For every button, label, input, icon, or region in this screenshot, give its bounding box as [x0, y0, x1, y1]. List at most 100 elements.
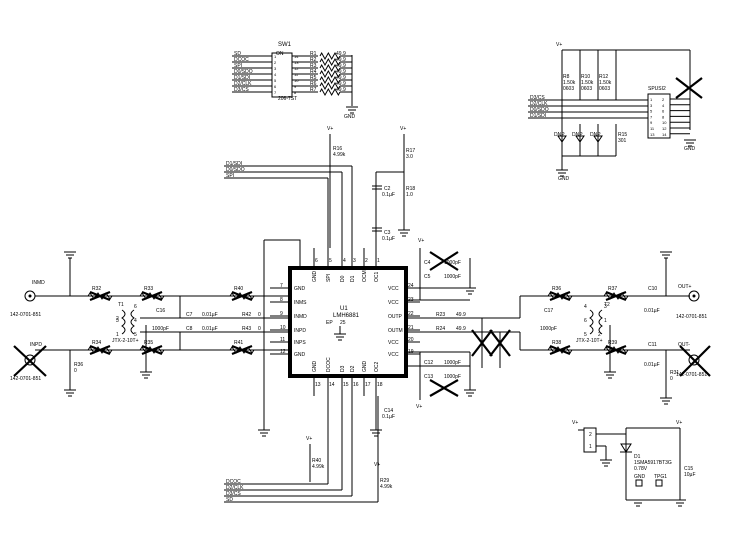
t2-pin-num: 4 [584, 304, 587, 310]
dnp-diode-icon [575, 135, 585, 143]
ic-body [288, 266, 408, 378]
ic-pin-name: D0 [340, 275, 346, 282]
r43-ref: R43 [242, 326, 251, 332]
ic-pin-name: INPD [294, 328, 306, 334]
c16-ref: C16 [156, 308, 165, 314]
r40-ref: R40 [312, 458, 321, 464]
sw-resistor [319, 51, 341, 61]
sw-res-ref: R5 [310, 75, 317, 81]
sw-res-val: 49.9 [336, 75, 346, 81]
c13-ref: C13 [424, 374, 433, 380]
spi-res-val: 1.50k [563, 80, 576, 86]
sw-pin-a: 4 [274, 72, 277, 77]
spi-pin-odd: 9 [650, 120, 653, 125]
ic-part: LMH6881 [333, 313, 360, 319]
r23-ref: R23 [436, 312, 445, 318]
r42-ref: R42 [242, 312, 251, 318]
ic-pin-name: OC1 [374, 272, 380, 283]
dnp-ref: R37 [608, 286, 617, 292]
output-network: R23 49.9 R24 49.9 C17 1000pF T2 JTX-2-10… [406, 251, 711, 405]
ic-pin-num: 4 [343, 258, 346, 264]
c15-val: 10µF [684, 472, 696, 478]
ic-pin-num: 18 [377, 382, 383, 388]
c7-ref: C7 [186, 312, 193, 318]
t1-pin-num: 4 [134, 318, 137, 324]
sw-pin-a: 7 [274, 90, 277, 95]
dnp-diode-icon [593, 135, 603, 143]
spi-dnp-label: DNP [554, 132, 565, 138]
t2-ref: T2 [604, 302, 610, 308]
gnd-tp-label: GND [634, 474, 646, 480]
sw-res-val: 49.9 [336, 69, 346, 75]
top-net-label: D0/SDO [226, 167, 245, 173]
r15-ref: R15 [618, 132, 627, 138]
spi-pin-even: 6 [662, 109, 665, 114]
ic-pin-num: 14 [329, 382, 335, 388]
inpd-label: INPD [30, 342, 42, 348]
pwr-pin2: 2 [589, 432, 592, 438]
top-net-label: D1/SDI [226, 161, 242, 167]
spi-net-label: D0/SDO [530, 107, 549, 113]
ic-pin-num: 8 [280, 297, 283, 303]
power-block: V+ 2 1 V+ D1 1SMA5917BT3G 0.78V C15 10µF… [572, 420, 696, 507]
ic-pin-num: 12 [280, 349, 286, 355]
c12-val: 1000pF [444, 360, 461, 366]
ic-pin-num: 5 [329, 258, 332, 264]
ic-pin-num: 1 [377, 258, 380, 264]
c3-val: 0.1µF [382, 236, 395, 242]
sw-net-label: D0/SDO [234, 69, 253, 75]
sw-res-val: 49.9 [336, 51, 346, 57]
c2-ref: C2 [384, 186, 391, 192]
ic-pin-num: 20 [408, 337, 414, 343]
c5-ref: C5 [424, 274, 431, 280]
ic-ep-label: EP [326, 320, 333, 326]
spi-pin-even: 8 [662, 114, 665, 119]
spi-pin-even: 2 [662, 97, 665, 102]
ic-pin-name: OUTM [388, 328, 403, 334]
d1-part: 1SMA5917BT3G [634, 460, 672, 466]
r43-val: 0 [258, 326, 261, 332]
ic-pin-num: 22 [408, 311, 414, 317]
t1-pin-num: 5 [134, 332, 137, 338]
pwr-vplus: V+ [572, 420, 578, 426]
spi-pin-odd: 13 [650, 132, 655, 137]
out-conn-ref2: 142-0701-851 [676, 372, 707, 378]
ic-pin-name: OC2 [374, 362, 380, 373]
r24-ref: R24 [436, 326, 445, 332]
r31-ref: R31 [670, 370, 679, 376]
sw-res-val: 49.9 [336, 57, 346, 63]
pwr-vplus2: V+ [676, 420, 682, 426]
dnp-diode-icon [557, 135, 567, 143]
sw-pin-a: 2 [274, 60, 277, 65]
t1-part: JTX-2-10T+ [112, 338, 139, 344]
ic-pin-name: DCOC [326, 357, 332, 372]
spi-pin-odd: 5 [650, 109, 653, 114]
ic-pin-num: 17 [365, 382, 371, 388]
r31-val: 0 [670, 376, 673, 382]
r18-val: 1.0 [406, 192, 413, 198]
sw-res-ref: R3 [310, 63, 317, 69]
sw-res-ref: R7 [310, 87, 317, 93]
spi-vplus: V+ [556, 42, 562, 48]
d1-ref: D1 [634, 454, 641, 460]
c8-ref: C8 [186, 326, 193, 332]
d1-val: 0.78V [634, 466, 648, 472]
spi-gnd: GND [558, 176, 570, 182]
ic-pin-num: 21 [408, 325, 414, 331]
ic-pin-name: VCC [388, 286, 399, 292]
ic-pin-num: 11 [280, 337, 285, 343]
r42-val: 0 [258, 312, 261, 318]
spi-res-val: 1.50k [599, 80, 612, 86]
sw-resistor [319, 57, 341, 67]
sw-net-label: D2/CLK [234, 81, 252, 87]
outm-label: OUT- [678, 342, 690, 348]
sw-net-label: D3/CS [234, 87, 249, 93]
ic-pin-name: D3 [340, 365, 346, 372]
inmd-label: INMD [32, 280, 45, 286]
t2-pin-num: 5 [584, 332, 587, 338]
sw-pin-a: 3 [274, 66, 277, 71]
r40-val: 4.99k [312, 464, 325, 470]
